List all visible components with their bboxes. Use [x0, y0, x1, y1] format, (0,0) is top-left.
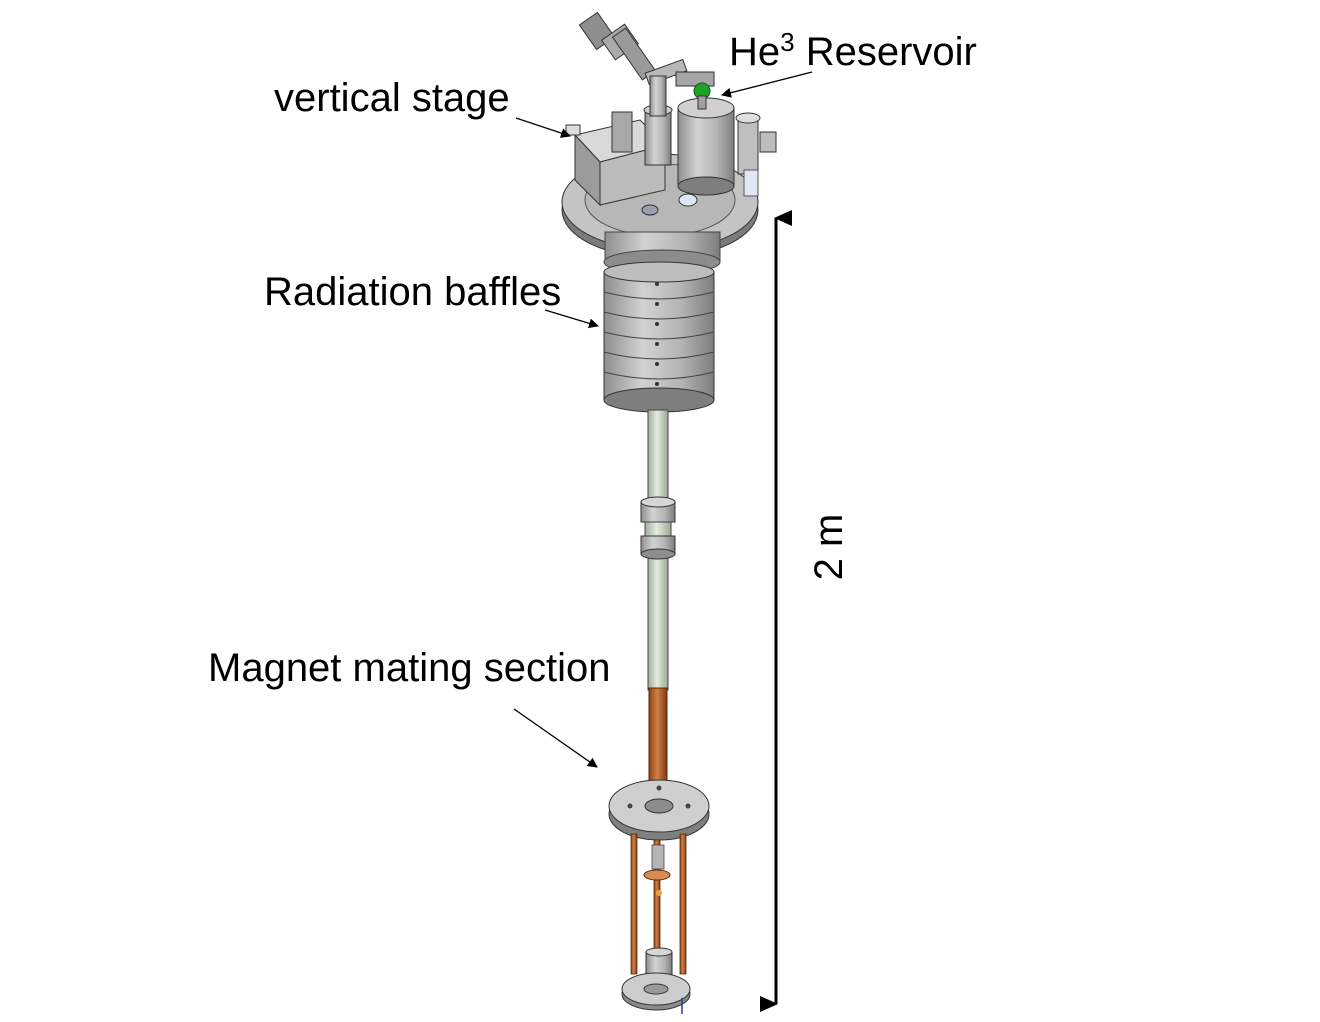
magnet-mating-section-label: Magnet mating section: [208, 646, 611, 690]
radiation-baffles-label: Radiation baffles: [264, 270, 562, 314]
magnet-mating-flange: [608, 779, 710, 841]
height-dimension-label: 2 m: [807, 513, 851, 581]
sample-cage: [630, 833, 687, 987]
central-tube: [640, 409, 676, 813]
vertical-stage-assembly: [565, 104, 673, 207]
vertical-stage-label: vertical stage: [274, 76, 510, 120]
magnet-mating-arrow: [513, 708, 598, 768]
bottom-flange: [621, 972, 691, 1014]
radiation-baffles-arrow: [544, 309, 599, 329]
he3-reservoir: [677, 82, 735, 196]
valve-tree: [578, 11, 715, 117]
radiation-baffles: [603, 261, 715, 413]
he3-reservoir-arrow: [721, 71, 813, 98]
vertical-stage-arrow: [515, 117, 571, 138]
side-ports: [641, 112, 777, 216]
he3-reservoir-label: He3 Reservoir: [729, 27, 977, 74]
